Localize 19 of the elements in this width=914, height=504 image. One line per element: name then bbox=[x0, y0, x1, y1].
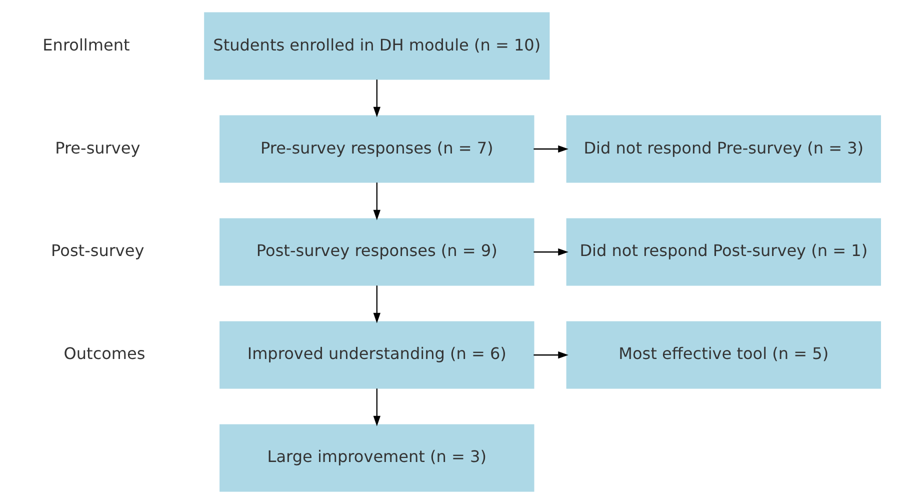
arrow bbox=[373, 80, 380, 118]
node-box: Students enrolled in DH module (n = 10) bbox=[204, 12, 550, 80]
node-box: Large improvement (n = 3) bbox=[220, 424, 534, 492]
label: Enrollment bbox=[42, 35, 130, 54]
node-box: Did not respond Pre-survey (n = 3) bbox=[566, 115, 881, 183]
label: Post-survey bbox=[51, 241, 144, 260]
label: Outcomes bbox=[64, 344, 146, 364]
node-box: Most effective tool (n = 5) bbox=[566, 321, 881, 389]
node-box: Did not respond Post-survey (n = 1) bbox=[566, 218, 881, 286]
arrow bbox=[373, 182, 380, 220]
arrow bbox=[373, 286, 380, 324]
label: Pre-survey bbox=[55, 138, 140, 158]
arrow bbox=[534, 351, 568, 359]
node-box: Pre-survey responses (n = 7) bbox=[220, 115, 534, 183]
node-box: Post-survey responses (n = 9) bbox=[220, 218, 534, 286]
arrow bbox=[534, 145, 568, 153]
arrow bbox=[373, 388, 380, 426]
node-box: Improved understanding (n = 6) bbox=[220, 321, 534, 389]
arrow bbox=[534, 248, 568, 256]
